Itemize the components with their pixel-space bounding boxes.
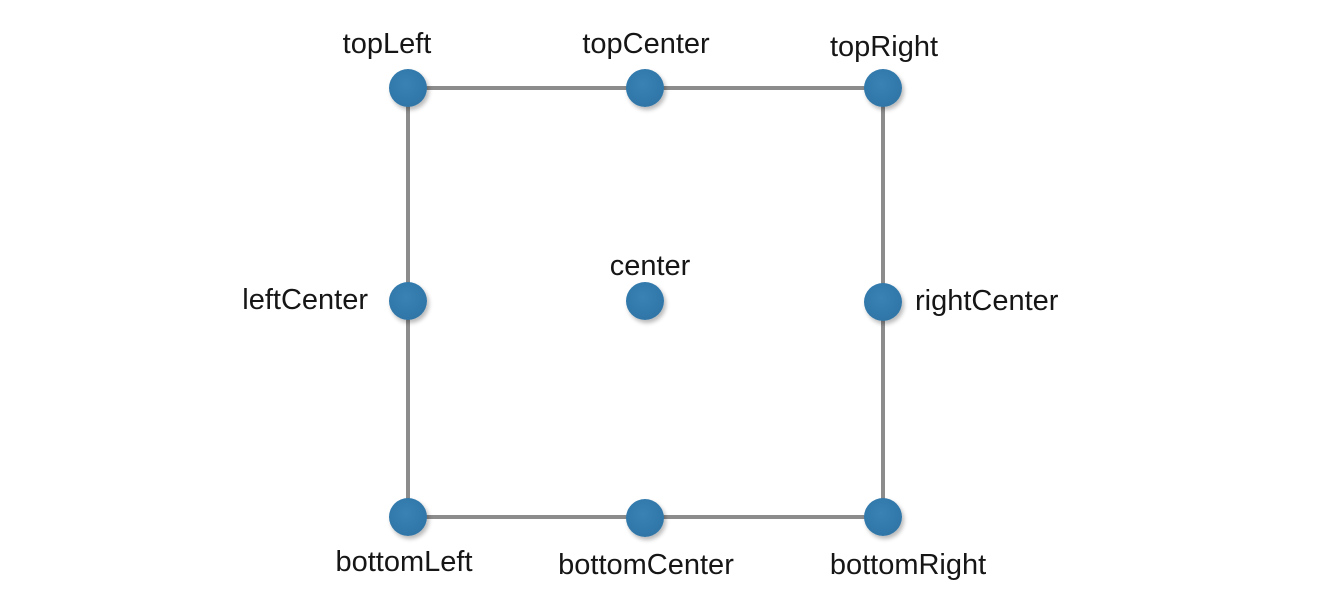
anchor-dot-center [626,282,664,320]
anchor-dot-top-left [389,69,427,107]
anchor-label-top-right: topRight [829,31,939,63]
anchor-label-left-center: leftCenter [242,284,368,317]
anchor-label-bottom-left: bottomLeft [335,546,473,578]
anchor-dot-bottom-center [626,499,664,537]
anchor-label-right-center: rightCenter [915,285,1059,318]
anchor-dot-bottom-right [864,498,902,536]
anchor-label-top-center: topCenter [582,28,710,60]
anchor-dot-left-center [389,282,427,320]
anchor-label-top-left: topLeft [342,28,432,60]
anchor-dot-top-right [864,69,902,107]
anchor-label-center: center [609,250,691,282]
anchor-dot-top-center [626,69,664,107]
anchor-label-bottom-right: bottomRight [829,549,987,581]
anchor-label-bottom-center: bottomCenter [558,549,734,581]
anchor-dot-right-center [864,283,902,321]
anchor-dot-bottom-left [389,498,427,536]
